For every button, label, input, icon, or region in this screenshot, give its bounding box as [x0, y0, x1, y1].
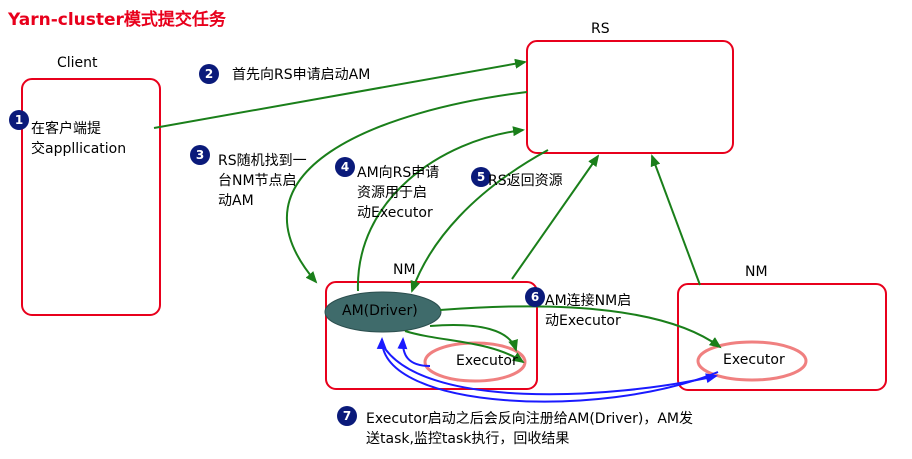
arrow-nm1-to-rs [511, 154, 600, 280]
arrow-nm2-to-rs [650, 154, 701, 286]
arrow-am-to-executor1-b [404, 330, 525, 364]
arrow-rs-to-nm1 [286, 91, 528, 284]
diagram-title: Yarn-cluster模式提交任务 [8, 10, 226, 30]
step-6-badge: 6 [525, 287, 545, 307]
nm2-label: NM [745, 264, 768, 280]
step-2-text: 首先向RS申请启动AM [232, 67, 371, 83]
nm1-label: NM [393, 262, 416, 278]
step-5-text: RS返回资源 [488, 173, 563, 189]
step-1-badge: 1 [9, 110, 29, 130]
step-3-text: RS随机找到一 台NM节点启 动AM [218, 153, 307, 209]
step-2-badge: 2 [199, 64, 219, 84]
step-7-text: Executor启动之后会反向注册给AM(Driver)，AM发 送task,监… [366, 411, 694, 447]
executor1-label: Executor [456, 353, 518, 369]
client-box [21, 78, 161, 316]
rs-box [526, 40, 734, 154]
arrow-executor2-to-am [376, 337, 719, 403]
arrow-client-to-rs [153, 58, 527, 129]
nm2-box [677, 283, 887, 391]
step-3-badge: 3 [190, 145, 210, 165]
executor1-ellipse [423, 341, 527, 383]
am-driver-ellipse [324, 291, 442, 333]
step-4-text: AM向RS申请 资源用于启 动Executor [357, 165, 440, 221]
nm1-box [325, 281, 538, 390]
executor2-label: Executor [723, 352, 785, 368]
rs-label: RS [591, 21, 610, 37]
step-4-badge: 4 [335, 157, 355, 177]
arrow-am-to-executor1-a [429, 324, 518, 352]
arrow-am-to-executor2 [439, 305, 722, 349]
step-5-badge: 5 [471, 167, 491, 187]
step-7-badge: 7 [337, 406, 357, 426]
executor2-ellipse [696, 340, 808, 382]
am-driver-label: AM(Driver) [342, 303, 418, 319]
arrow-rs-to-am [410, 149, 549, 293]
arrow-executor1-to-am [397, 337, 431, 367]
arrow-am-to-rs [356, 126, 525, 292]
arrow-am-to-executor2-blue [381, 343, 718, 396]
step-6-text: AM连接NM启 动Executor [545, 293, 632, 329]
client-label: Client [57, 55, 98, 71]
step-1-text: 在客户端提 交appllication [31, 121, 127, 157]
